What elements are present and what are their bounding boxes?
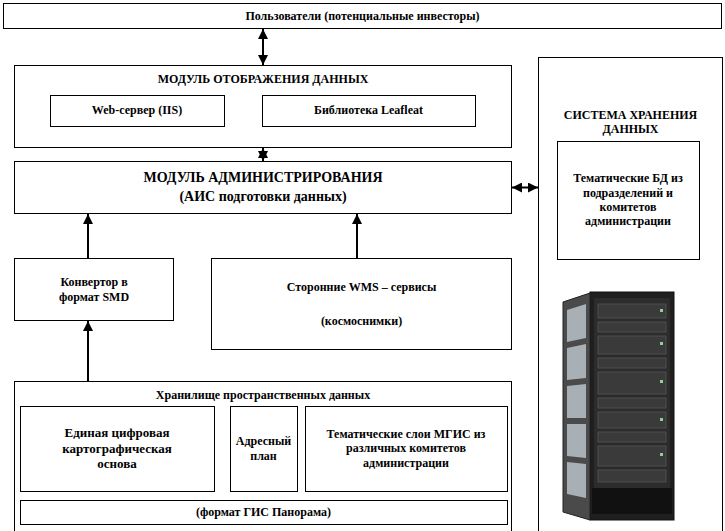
arrow-connector xyxy=(262,29,264,65)
text-group: (формат ГИС Панорама) xyxy=(21,501,507,524)
arrow-connector xyxy=(262,148,264,161)
box-label: Сторонние WMS – сервисы xyxy=(287,280,437,294)
text-group: СИСТЕМА ХРАНЕНИЯ ДАННЫХ xyxy=(539,108,722,137)
process-box: Сторонние WMS – сервисы (космоснимки) xyxy=(211,258,512,350)
box-sublabel: (космоснимки) xyxy=(321,314,402,328)
process-box: Конвертор в формат SMD xyxy=(14,258,174,321)
module-panel: МОДУЛЬ ОТОБРАЖЕНИЯ ДАННЫХ Web-сервер (IIS… xyxy=(14,65,512,148)
text-group: Единая цифровая картографическая основа xyxy=(21,407,214,491)
text-group: МОДУЛЬ АДМИНИСТРИРОВАНИЯ (АИС подготовки … xyxy=(15,162,511,213)
module-panel: Хранилище пространственных данныхЕдиная … xyxy=(14,381,512,531)
box-label: (формат ГИС Панорама) xyxy=(196,505,331,519)
text-group: Конвертор в формат SMD xyxy=(15,259,173,320)
box-label: СИСТЕМА ХРАНЕНИЯ ДАННЫХ xyxy=(561,108,700,137)
arrow-connector xyxy=(87,321,89,381)
process-box: Библиотека Leafleat xyxy=(262,95,476,127)
process-box: Тематические слои МГИС из различных коми… xyxy=(305,406,508,492)
box-label: МОДУЛЬ АДМИНИСТРИРОВАНИЯ xyxy=(143,170,382,187)
arrow-connector xyxy=(87,214,89,258)
box-label: Хранилище пространственных данных xyxy=(156,388,370,402)
process-box: Единая цифровая картографическая основа xyxy=(20,406,215,492)
process-box: МОДУЛЬ АДМИНИСТРИРОВАНИЯ (АИС подготовки … xyxy=(14,161,512,214)
box-label: Единая цифровая картографическая основа xyxy=(42,425,192,472)
box-label: Адресный план xyxy=(235,434,293,463)
text-group: Web-сервер (IIS) xyxy=(51,96,224,126)
process-box: Пользователи (потенциальные инвесторы) xyxy=(3,3,722,29)
process-box: Тематические БД из подразделений и комит… xyxy=(557,141,700,260)
box-sublabel: (АИС подготовки данных) xyxy=(179,189,346,206)
process-box: Web-сервер (IIS) xyxy=(50,95,225,127)
box-label: Тематические БД из подразделений и комит… xyxy=(562,171,695,229)
text-group: Тематические БД из подразделений и комит… xyxy=(558,142,699,259)
box-label: Библиотека Leafleat xyxy=(314,103,423,117)
text-group: Пользователи (потенциальные инвесторы) xyxy=(4,4,721,28)
arrow-connector xyxy=(356,214,358,258)
box-label: Конвертор в формат SMD xyxy=(39,275,149,304)
module-panel: СИСТЕМА ХРАНЕНИЯ ДАННЫХ Тематические БД и… xyxy=(538,57,723,531)
box-label: Web-сервер (IIS) xyxy=(92,103,182,117)
text-group: Хранилище пространственных данных xyxy=(15,388,511,402)
text-group: МОДУЛЬ ОТОБРАЖЕНИЯ ДАННЫХ xyxy=(15,72,511,86)
box-label: Тематические слои МГИС из различных коми… xyxy=(321,427,491,470)
text-group: Тематические слои МГИС из различных коми… xyxy=(306,407,507,491)
text-group: Сторонние WMS – сервисы (космоснимки) xyxy=(212,259,511,349)
box-label: Пользователи (потенциальные инвесторы) xyxy=(245,9,479,23)
text-group: Библиотека Leafleat xyxy=(263,96,475,126)
arrow-connector xyxy=(512,187,538,189)
box-label: МОДУЛЬ ОТОБРАЖЕНИЯ ДАННЫХ xyxy=(158,72,369,86)
text-group: Адресный план xyxy=(231,407,297,491)
process-box: Адресный план xyxy=(230,406,298,492)
process-box: (формат ГИС Панорама) xyxy=(20,500,508,525)
